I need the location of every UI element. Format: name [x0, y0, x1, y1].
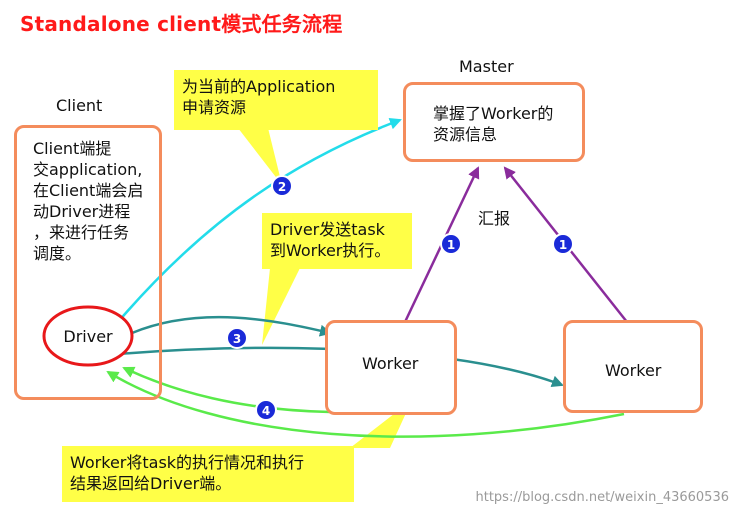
step-one-right-label: 1 — [559, 238, 567, 252]
master-description: 掌握了Worker的 资源信息 — [433, 103, 553, 145]
step-badge-one-left: 1 — [440, 233, 462, 255]
client-text-line: 在Client端会启 — [33, 181, 144, 200]
master-text-line: 资源信息 — [433, 125, 498, 144]
client-box — [14, 125, 162, 400]
client-text-line: 交application, — [33, 160, 143, 179]
note-apply-resources: 为当前的Application 申请资源 — [174, 70, 378, 130]
client-description: Client端提 交application, 在Client端会启 动Drive… — [33, 138, 158, 264]
note-apply-line: 申请资源 — [182, 98, 247, 117]
worker-box-right — [563, 320, 703, 413]
worker-right-label: Worker — [605, 361, 662, 380]
master-label: Master — [459, 57, 514, 76]
worker-box-left — [325, 320, 457, 415]
arrow-worker-right-to-driver — [106, 370, 625, 438]
worker-left-label: Worker — [362, 354, 419, 373]
client-text-line: 调度。 — [33, 244, 82, 263]
note-result-line: Worker将task的执行情况和执行 — [70, 453, 305, 472]
client-text-line: 动Driver进程 — [33, 202, 131, 221]
arrow-worker-left-to-driver — [122, 366, 331, 414]
step-badge-three: 3 — [226, 327, 248, 349]
page-title: Standalone client模式任务流程 — [20, 12, 343, 36]
note-result-line: 结果返回给Driver端。 — [70, 474, 232, 493]
step-four-label: 4 — [262, 404, 270, 418]
step-two-label: 2 — [278, 180, 286, 194]
driver-label: Driver — [63, 327, 113, 346]
step-badge-one-right: 1 — [552, 233, 574, 255]
master-box — [403, 82, 585, 162]
report-label: 汇报 — [478, 209, 511, 228]
master-text-line: 掌握了Worker的 — [433, 104, 554, 123]
watermark: https://blog.csdn.net/weixin_43660536 — [475, 490, 729, 505]
note-dispatch-task: Driver发送task 到Worker执行。 — [262, 213, 412, 269]
note-dispatch-callout — [262, 268, 300, 345]
step-badge-four: 4 — [255, 399, 277, 421]
client-text-line: Client端提 — [33, 139, 112, 158]
note-apply-callout — [238, 128, 282, 185]
arrow-driver-to-worker-left — [131, 315, 332, 337]
client-text-line: ，来进行任务 — [33, 223, 130, 242]
note-dispatch-line: Driver发送task — [270, 220, 385, 239]
note-return-result: Worker将task的执行情况和执行 结果返回给Driver端。 — [62, 446, 354, 502]
step-badge-two: 2 — [271, 175, 293, 197]
note-apply-line: 为当前的Application — [182, 77, 336, 96]
arrow-driver-to-master — [117, 117, 402, 323]
step-one-left-label: 1 — [447, 238, 455, 252]
driver-ring — [42, 305, 134, 367]
client-label: Client — [56, 96, 103, 115]
note-dispatch-line: 到Worker执行。 — [270, 241, 391, 260]
step-three-label: 3 — [233, 332, 241, 346]
